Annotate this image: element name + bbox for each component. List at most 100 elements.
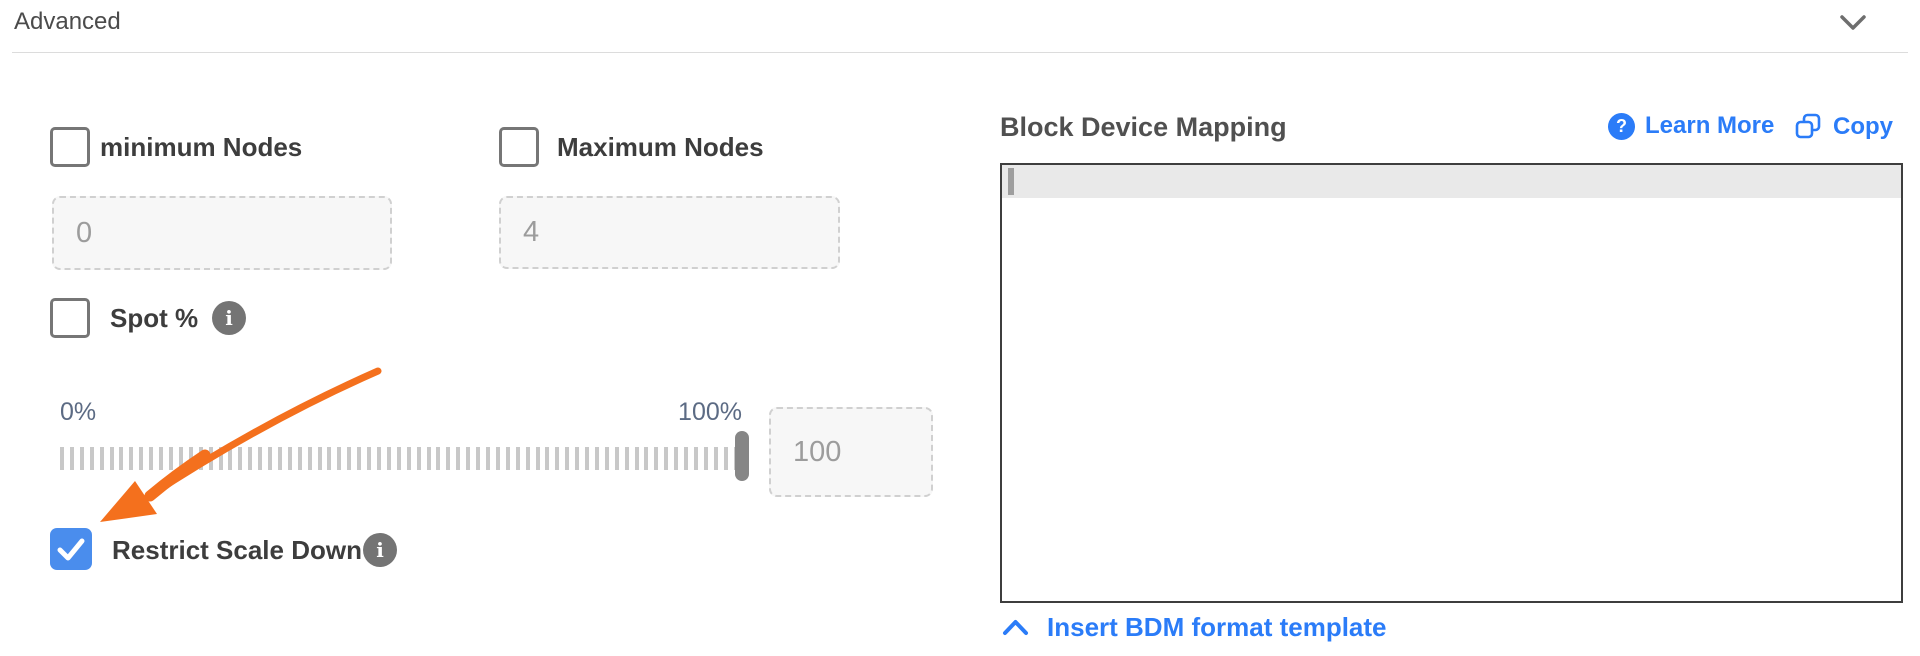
slider-tick xyxy=(268,447,273,470)
slider-tick xyxy=(327,447,332,470)
slider-tick xyxy=(198,447,203,470)
copy-icon xyxy=(1795,113,1821,139)
slider-tick xyxy=(555,447,560,470)
slider-tick xyxy=(238,447,243,470)
slider-tick xyxy=(367,447,372,470)
slider-tick xyxy=(406,447,411,470)
chevron-down-icon[interactable] xyxy=(1840,14,1866,37)
slider-tick xyxy=(674,447,679,470)
slider-tick xyxy=(228,447,233,470)
slider-tick xyxy=(357,447,362,470)
slider-tick xyxy=(248,447,253,470)
slider-tick xyxy=(208,447,213,470)
slider-tick xyxy=(614,447,619,470)
slider-tick xyxy=(684,447,689,470)
slider-tick xyxy=(565,447,570,470)
slider-tick xyxy=(466,447,471,470)
bdm-editor[interactable] xyxy=(1000,163,1903,603)
copy-label: Copy xyxy=(1833,112,1893,140)
slider-tick xyxy=(703,447,708,470)
slider-tick xyxy=(337,447,342,470)
slider-tick xyxy=(99,447,104,470)
info-icon[interactable]: i xyxy=(363,533,397,567)
slider-tick xyxy=(386,447,391,470)
learn-more-label: Learn More xyxy=(1645,112,1775,139)
slider-tick xyxy=(149,447,154,470)
slider-tick xyxy=(495,447,500,470)
slider-tick xyxy=(307,447,312,470)
slider-tick xyxy=(396,447,401,470)
slider-tick xyxy=(525,447,530,470)
slider-tick xyxy=(664,447,669,470)
restrict-scale-down-checkbox[interactable] xyxy=(50,528,92,570)
bdm-title: Block Device Mapping xyxy=(1000,112,1287,142)
slider-tick xyxy=(277,447,282,470)
minimum-nodes-input[interactable]: 0 xyxy=(52,196,392,270)
slider-tick xyxy=(694,447,698,470)
spot-percentage-label[interactable]: Spot % xyxy=(110,303,199,333)
question-circle-icon: ? xyxy=(1608,112,1635,140)
slider-tick xyxy=(485,447,490,470)
slider-tick xyxy=(723,447,728,470)
slider-tick xyxy=(129,447,134,470)
slider-tick xyxy=(505,447,510,470)
maximum-nodes-label[interactable]: Maximum Nodes xyxy=(557,132,764,162)
slider-tick xyxy=(644,447,649,470)
slider-tick xyxy=(604,447,609,470)
slider-tick xyxy=(297,447,302,470)
slider-tick xyxy=(347,447,352,470)
slider-tick xyxy=(634,447,639,470)
minimum-nodes-value: 0 xyxy=(76,216,93,249)
slider-max-label: 100% xyxy=(678,398,742,426)
slider-tick xyxy=(258,447,263,470)
copy-button[interactable]: Copy xyxy=(1794,112,1893,141)
spot-percentage-input[interactable]: 100 xyxy=(769,407,933,497)
spot-percentage-checkbox[interactable] xyxy=(50,298,90,338)
slider-tick xyxy=(713,447,718,470)
section-divider xyxy=(12,52,1908,53)
minimum-nodes-label[interactable]: minimum Nodes xyxy=(100,132,303,162)
slider-tick xyxy=(585,447,590,470)
section-title: Advanced xyxy=(14,8,121,35)
slider-tick xyxy=(79,447,84,470)
editor-active-line xyxy=(1002,165,1901,198)
info-icon[interactable]: i xyxy=(212,301,246,335)
maximum-nodes-input[interactable]: 4 xyxy=(499,196,840,269)
restrict-scale-down-label[interactable]: Restrict Scale Down xyxy=(112,535,362,565)
minimum-nodes-checkbox[interactable] xyxy=(50,127,90,167)
slider-tick xyxy=(178,447,183,470)
slider-tick xyxy=(69,447,74,470)
slider-tick xyxy=(60,447,64,470)
spot-slider-handle[interactable] xyxy=(735,431,749,481)
slider-tick xyxy=(416,447,421,470)
insert-bdm-template-label: Insert BDM format template xyxy=(1047,612,1387,642)
slider-tick xyxy=(426,447,431,470)
slider-min-label: 0% xyxy=(60,398,97,426)
slider-tick xyxy=(287,447,292,470)
maximum-nodes-value: 4 xyxy=(523,216,540,248)
slider-tick xyxy=(436,447,441,470)
chevron-up-icon xyxy=(1003,620,1028,635)
slider-tick xyxy=(119,447,124,470)
slider-tick xyxy=(109,447,114,470)
slider-tick xyxy=(377,447,381,470)
slider-tick xyxy=(188,447,193,470)
slider-tick xyxy=(159,447,164,470)
insert-bdm-template-link[interactable]: Insert BDM format template xyxy=(1002,612,1387,643)
slider-tick xyxy=(654,447,659,470)
spot-percentage-value: 100 xyxy=(793,435,842,468)
slider-tick xyxy=(139,447,144,470)
slider-tick xyxy=(168,447,173,470)
slider-tick xyxy=(476,447,481,470)
slider-tick xyxy=(575,447,580,470)
slider-tick xyxy=(218,447,223,470)
slider-tick xyxy=(89,447,94,470)
slider-tick xyxy=(456,447,461,470)
slider-tick xyxy=(594,447,599,470)
slider-tick xyxy=(535,447,540,470)
slider-tick xyxy=(545,447,550,470)
learn-more-link[interactable]: ? Learn More xyxy=(1608,112,1774,140)
spot-slider-track[interactable] xyxy=(60,447,748,470)
maximum-nodes-checkbox[interactable] xyxy=(499,127,539,167)
